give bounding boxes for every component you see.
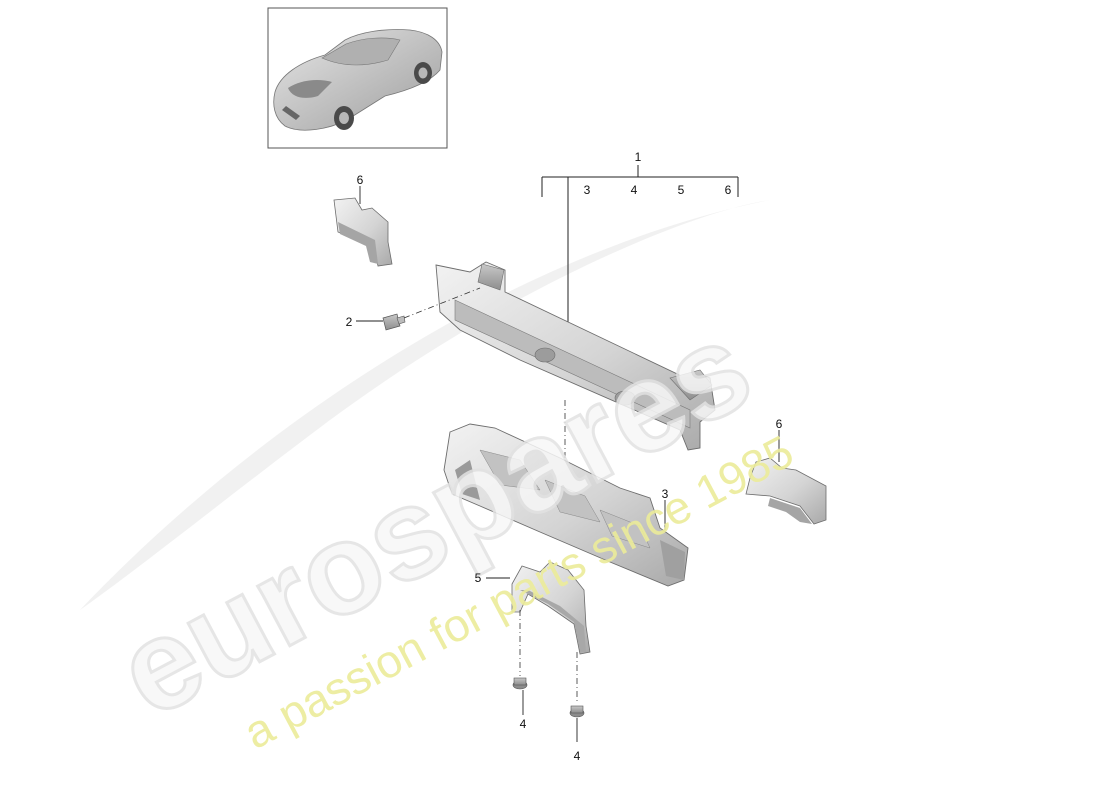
callout-nut-right: 4: [573, 749, 581, 763]
energy-absorber: [443, 423, 689, 587]
callout-group-member-3: 3: [583, 183, 591, 197]
callout-bolt: 2: [345, 315, 353, 329]
callout-group-member-6: 6: [724, 183, 732, 197]
mounting-bracket: [511, 561, 591, 655]
nut-left: [512, 677, 528, 690]
heat-shield-left: [333, 197, 393, 267]
watermark: eurospares a passion for parts since 198…: [95, 293, 802, 759]
callout-absorber: 3: [661, 487, 669, 501]
bumper-beam: [435, 261, 716, 451]
leader-lines: [356, 186, 780, 742]
bolt-part: [382, 287, 481, 331]
callout-group-member-5: 5: [677, 183, 685, 197]
callout-group-member-4: 4: [630, 183, 638, 197]
callout-shield-right: 6: [775, 417, 783, 431]
callout-nut-left: 4: [519, 717, 527, 731]
nut-right: [569, 705, 585, 718]
callout-bracket: 5: [474, 571, 482, 585]
car-thumbnail: [267, 7, 448, 149]
heat-shield-right: [745, 457, 827, 525]
callout-group-1: 1: [634, 150, 642, 164]
car-icon: [273, 29, 443, 131]
callout-shield-left: 6: [356, 173, 364, 187]
